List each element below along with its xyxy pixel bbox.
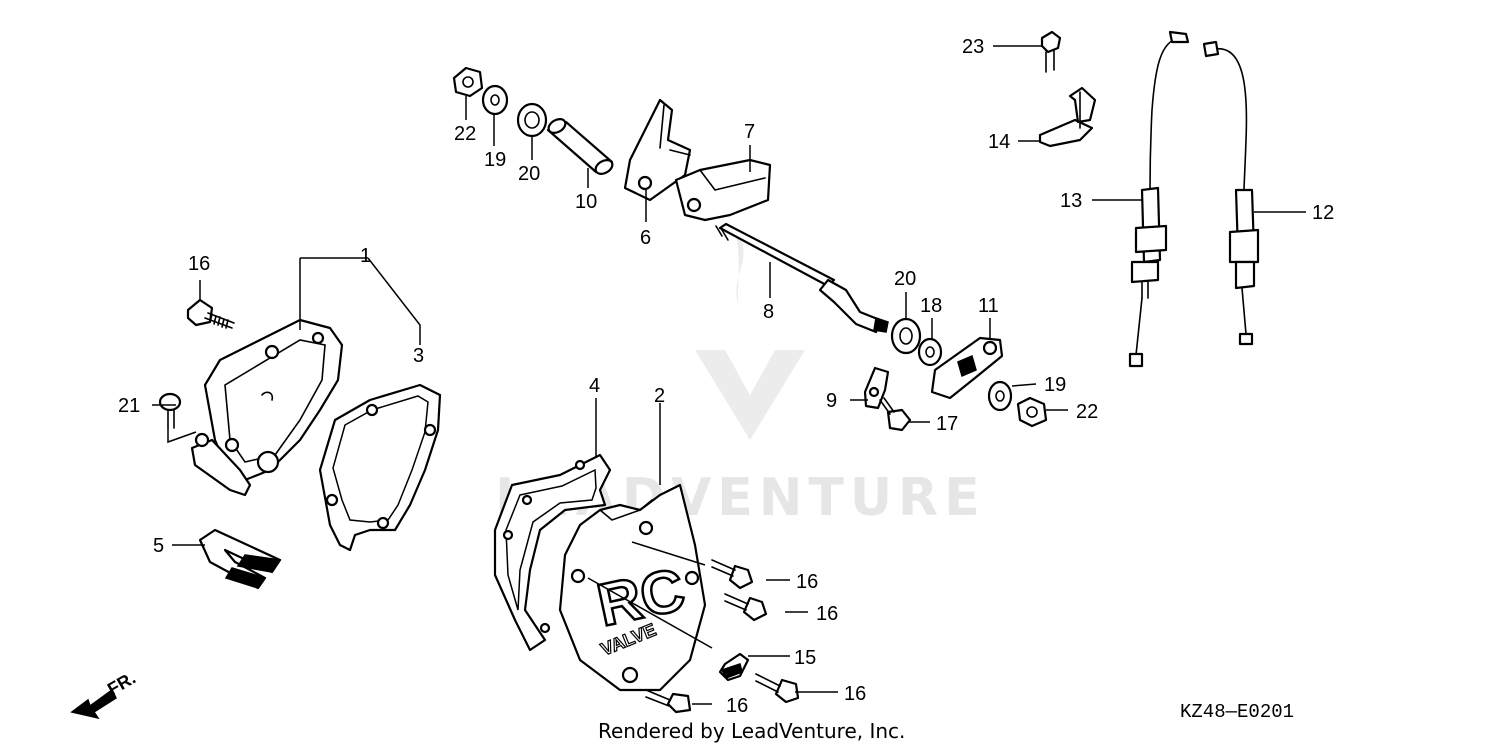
- callout-2: 2: [654, 385, 665, 407]
- callout-22-b: 22: [1076, 401, 1098, 423]
- callout-6: 6: [640, 227, 651, 249]
- callout-3: 3: [413, 345, 424, 367]
- callout-21: 21: [118, 395, 140, 417]
- part-7-lever: [674, 158, 772, 222]
- part-19-washer-right: [987, 380, 1013, 412]
- callout-12: 12: [1312, 202, 1334, 224]
- part-22-nut-right: [1016, 396, 1048, 428]
- part-15-bracket: [718, 652, 750, 682]
- callout-15: 15: [794, 647, 816, 669]
- part-6-arm: [623, 98, 692, 202]
- part-21-screw: [158, 392, 182, 429]
- callout-23: 23: [962, 36, 984, 58]
- callout-7: 7: [744, 121, 755, 143]
- part-14-bracket: [1038, 86, 1097, 148]
- part-9-plate: [863, 366, 890, 410]
- callout-22-a: 22: [454, 123, 476, 145]
- part-11-link: [930, 336, 1004, 400]
- callout-19-b: 19: [1044, 374, 1066, 396]
- callout-19-a: 19: [484, 149, 506, 171]
- part-1-cover: [190, 318, 344, 497]
- callout-13: 13: [1060, 190, 1082, 212]
- callout-8: 8: [763, 301, 774, 323]
- callout-20-a: 20: [518, 163, 540, 185]
- callout-9: 9: [826, 390, 837, 412]
- part-2-rc-valve-cover: RC VALVE: [558, 483, 707, 692]
- callout-4: 4: [589, 375, 600, 397]
- callout-16-e: 16: [726, 695, 748, 717]
- part-17-bolt: [879, 397, 912, 432]
- callout-16-c: 16: [816, 603, 838, 625]
- part-5-clip: [198, 528, 282, 590]
- part-19-washer-upper: [481, 84, 509, 116]
- part-22-nut-upper: [452, 66, 484, 98]
- callout-16-a: 16: [188, 253, 210, 275]
- callout-10: 10: [575, 191, 597, 213]
- callout-14: 14: [988, 131, 1010, 153]
- part-8-shaft: [715, 222, 889, 334]
- callout-labels: 1 2 3 4 5 6 7 8 9 10 11 12 13 14 15 16 1…: [118, 36, 1334, 717]
- callout-20-b: 20: [894, 268, 916, 290]
- part-23-bolt: [1040, 30, 1062, 73]
- callout-1: 1: [360, 245, 371, 267]
- part-10-collar: [546, 118, 614, 175]
- front-direction-indicator: FR.: [70, 668, 139, 720]
- callout-17: 17: [936, 413, 958, 435]
- part-4-gasket: [493, 453, 612, 652]
- part-20-seal-upper: [516, 102, 548, 138]
- part-16-bolts-lower: [645, 559, 800, 714]
- part-13-cable: [1128, 30, 1190, 368]
- part-16-bolt-upper: [186, 298, 235, 329]
- credit-line: Rendered by LeadVenture, Inc.: [598, 719, 905, 743]
- part-18-washer: [917, 337, 943, 367]
- callout-16-b: 16: [796, 571, 818, 593]
- part-3-gasket: [318, 383, 442, 552]
- callout-11: 11: [978, 295, 999, 317]
- part-12-cable: [1202, 40, 1260, 346]
- leader-lines: [152, 45, 1306, 705]
- callout-5: 5: [153, 535, 164, 557]
- callout-18: 18: [920, 295, 942, 317]
- drawing-code: KZ48—E0201: [1180, 701, 1294, 723]
- callout-16-d: 16: [844, 683, 866, 705]
- part-20-seal-right: [890, 317, 922, 355]
